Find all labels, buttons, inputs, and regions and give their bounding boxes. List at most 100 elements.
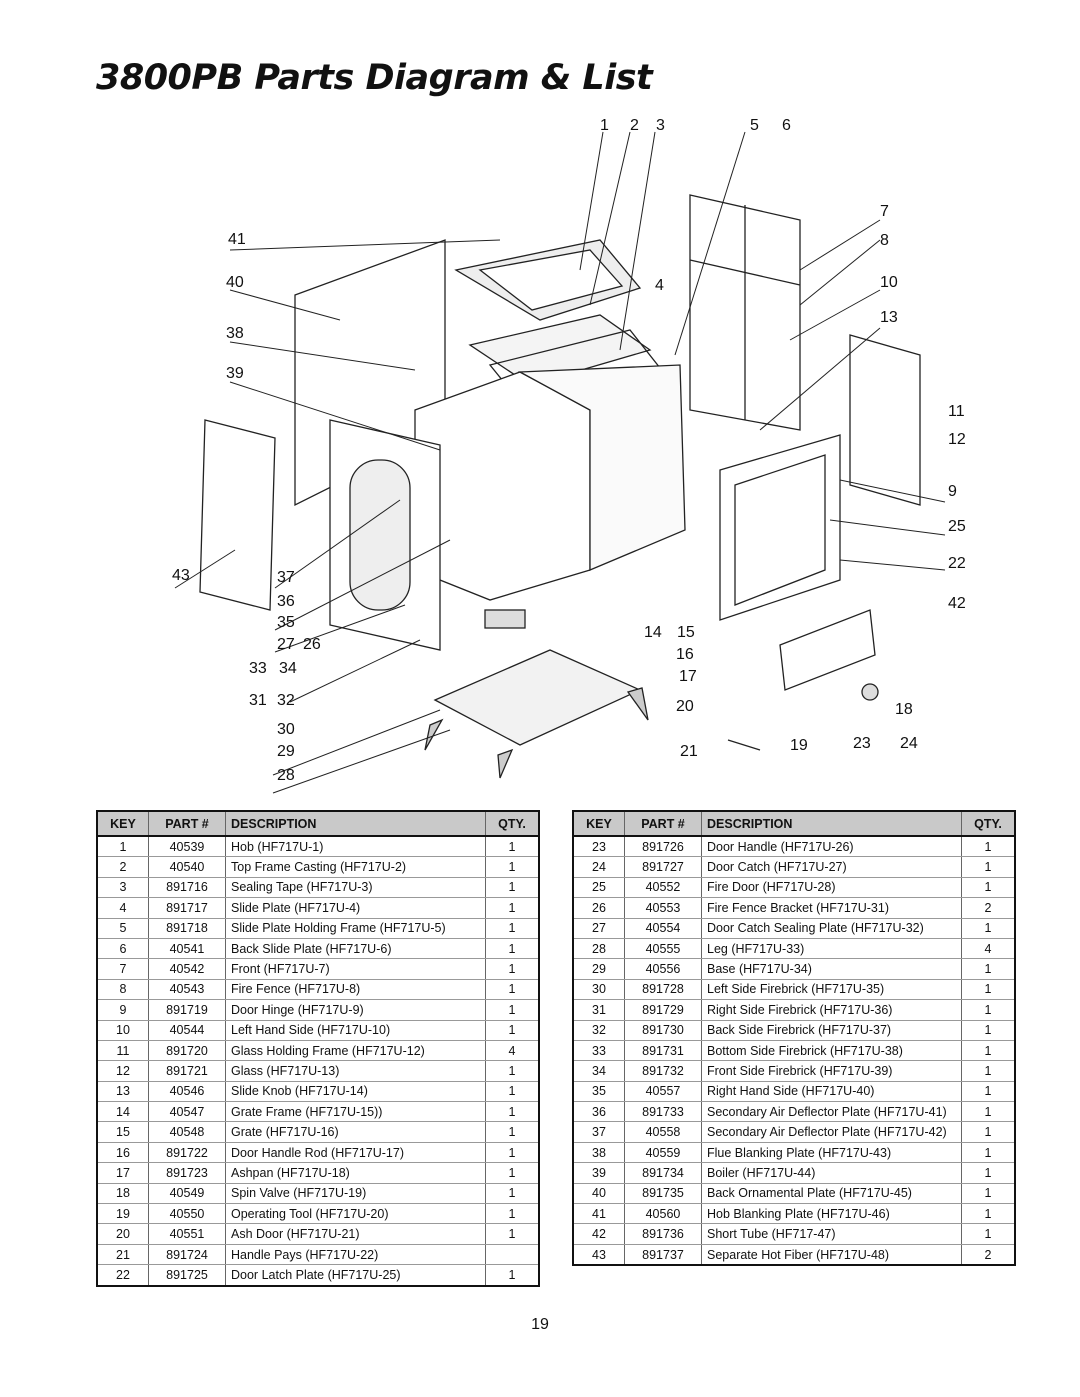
part-number-cell: 891736 <box>624 1223 702 1245</box>
part-number-cell: 40547 <box>148 1101 226 1123</box>
qty-cell: 1 <box>961 999 1015 1021</box>
key-cell: 33 <box>573 1040 625 1062</box>
qty-cell: 1 <box>485 877 539 899</box>
qty-cell: 1 <box>485 999 539 1021</box>
part-number-cell: 891722 <box>148 1142 226 1164</box>
part-number-cell: 40552 <box>624 877 702 899</box>
part-number-cell: 40546 <box>148 1081 226 1103</box>
part-number-cell: 891731 <box>624 1040 702 1062</box>
part-number-cell: 40556 <box>624 958 702 980</box>
qty-cell: 1 <box>485 1203 539 1225</box>
description-cell: Fire Door (HF717U-28) <box>701 877 962 899</box>
callout-label: 38 <box>226 325 244 342</box>
description-cell: Back Slide Plate (HF717U-6) <box>225 938 486 960</box>
part-number-cell: 891723 <box>148 1162 226 1184</box>
callout-label: 15 <box>677 624 695 641</box>
callout-label: 18 <box>895 701 913 718</box>
description-cell: Hob Blanking Plate (HF717U-46) <box>701 1203 962 1225</box>
callout-label: 17 <box>679 668 697 685</box>
qty-cell: 1 <box>485 1020 539 1041</box>
qty-cell: 2 <box>961 897 1015 919</box>
part-number-cell: 40560 <box>624 1203 702 1225</box>
callout-label: 25 <box>948 518 966 535</box>
key-cell: 17 <box>97 1162 149 1184</box>
part-number-cell: 891718 <box>148 918 226 939</box>
callout-label: 19 <box>790 737 808 754</box>
qty-cell: 1 <box>485 1060 539 1082</box>
key-cell: 38 <box>573 1142 625 1164</box>
qty-cell: 1 <box>485 1081 539 1103</box>
page-number: 19 <box>531 1316 549 1333</box>
qty-cell: 1 <box>961 877 1015 899</box>
description-cell: Slide Knob (HF717U-14) <box>225 1081 486 1103</box>
qty-cell: 1 <box>485 979 539 1001</box>
leg-part <box>424 718 444 751</box>
callout-label: 9 <box>948 483 957 500</box>
callout-label: 43 <box>172 567 190 584</box>
callout-label: 20 <box>676 698 694 715</box>
exploded-parts-diagram: 1 2 3 5 6 7 41 8 40 4 10 38 13 39 11 12 … <box>160 110 966 795</box>
key-cell: 19 <box>97 1203 149 1225</box>
qty-cell: 1 <box>485 958 539 980</box>
callout-label: 3 <box>656 117 665 134</box>
key-cell: 30 <box>573 979 625 1001</box>
left-hand-side-panel <box>849 334 921 506</box>
part-number-cell: 40559 <box>624 1142 702 1164</box>
key-cell: 26 <box>573 897 625 919</box>
part-number-cell: 891728 <box>624 979 702 1001</box>
qty-cell: 1 <box>485 897 539 919</box>
description-cell: Handle Pays (HF717U-22) <box>225 1244 486 1266</box>
description-cell: Front (HF717U-7) <box>225 958 486 980</box>
key-cell: 23 <box>573 836 625 858</box>
key-cell: 6 <box>97 938 149 960</box>
qty-cell: 2 <box>961 1244 1015 1266</box>
key-cell: 3 <box>97 877 149 899</box>
part-number-cell: 40554 <box>624 918 702 939</box>
description-cell: Fire Fence (HF717U-8) <box>225 979 486 1001</box>
description-cell: Spin Valve (HF717U-19) <box>225 1183 486 1205</box>
part-number-cell: 40551 <box>148 1223 226 1245</box>
description-cell: Leg (HF717U-33) <box>701 938 962 960</box>
key-cell: 37 <box>573 1121 625 1143</box>
callout-label: 23 <box>853 735 871 752</box>
base-part <box>433 649 642 746</box>
key-cell: 31 <box>573 999 625 1021</box>
key-cell: 41 <box>573 1203 625 1225</box>
qty-cell: 1 <box>485 1121 539 1143</box>
description-cell: Grate Frame (HF717U-15)) <box>225 1101 486 1123</box>
key-cell: 8 <box>97 979 149 1001</box>
qty-cell: 1 <box>961 1081 1015 1103</box>
part-number-cell: 891717 <box>148 897 226 919</box>
callout-label: 5 <box>750 117 759 134</box>
qty-cell: 1 <box>961 1142 1015 1164</box>
part-number-cell: 40548 <box>148 1121 226 1143</box>
ash-door-part <box>779 609 876 691</box>
part-number-cell: 40557 <box>624 1081 702 1103</box>
description-cell: Bottom Side Firebrick (HF717U-38) <box>701 1040 962 1062</box>
fire-door-part <box>719 434 841 621</box>
qty-column-header: QTY. <box>961 811 1015 837</box>
callout-labels: 1 2 3 5 6 7 41 8 40 4 10 38 13 39 11 12 … <box>172 117 966 784</box>
callout-label: 34 <box>279 660 297 677</box>
callout-label: 26 <box>303 636 321 653</box>
key-cell: 4 <box>97 897 149 919</box>
key-cell: 11 <box>97 1040 149 1062</box>
description-cell: Ash Door (HF717U-21) <box>225 1223 486 1245</box>
part-number-cell: 891720 <box>148 1040 226 1062</box>
qty-cell: 1 <box>961 1020 1015 1041</box>
